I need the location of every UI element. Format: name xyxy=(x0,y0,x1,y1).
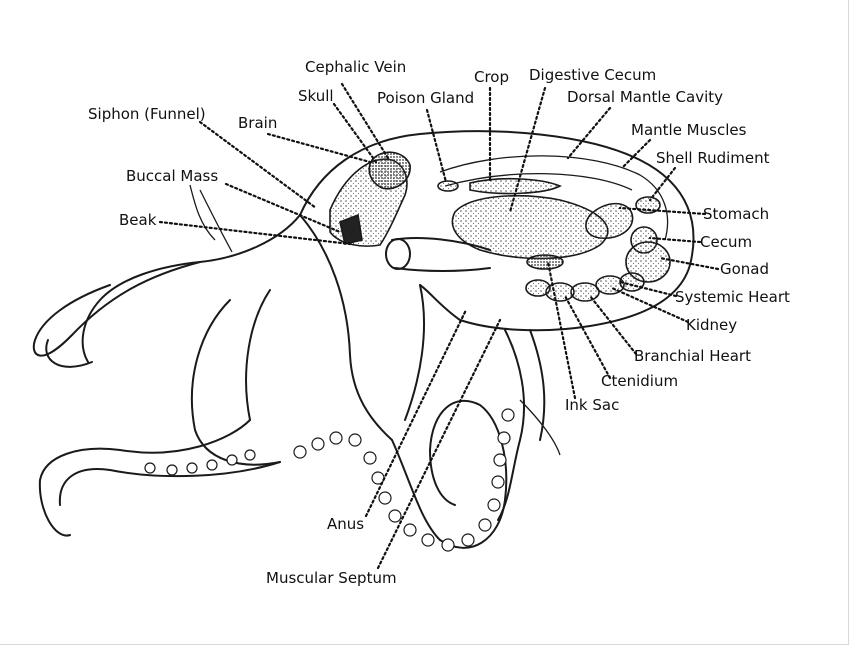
leader-siphon xyxy=(198,120,318,210)
arm-lower-right-2 xyxy=(529,329,546,441)
heart-kidney-cluster xyxy=(525,272,645,302)
label-buccal-mass: Buccal Mass xyxy=(126,167,218,185)
leader-dorsal-mantle xyxy=(566,106,612,160)
leader-stomach xyxy=(618,206,707,216)
mantle-cavity-line-2 xyxy=(444,173,633,191)
labels: Cephalic Vein Crop Digestive Cecum Skull… xyxy=(88,58,790,587)
octopus-illustration xyxy=(32,130,695,552)
leader-lines xyxy=(158,82,720,570)
body-silhouette xyxy=(81,214,425,441)
label-cecum: Cecum xyxy=(700,233,752,251)
leader-skull xyxy=(332,102,378,164)
label-stomach: Stomach xyxy=(703,205,769,223)
arm-foreground xyxy=(190,289,281,466)
leader-brain xyxy=(266,132,372,164)
label-kidney: Kidney xyxy=(686,316,737,334)
label-shell-rudiment: Shell Rudiment xyxy=(656,149,770,167)
poison-gland-organ xyxy=(437,180,459,192)
label-ink-sac: Ink Sac xyxy=(565,396,619,414)
sucker-row xyxy=(144,408,515,552)
leader-anus xyxy=(364,308,468,518)
siphon-strand xyxy=(189,184,233,253)
leader-ink-sac xyxy=(546,260,577,400)
shell-rudiment-organ xyxy=(635,196,661,214)
leader-mantle-muscles xyxy=(620,138,652,170)
leader-kidney xyxy=(610,286,690,324)
stomach-organ xyxy=(585,202,634,239)
label-branchial-heart: Branchial Heart xyxy=(634,347,751,365)
gonad-organ xyxy=(625,241,671,283)
label-mantle-muscles: Mantle Muscles xyxy=(631,121,747,139)
leader-beak xyxy=(158,220,352,246)
leader-poison-gland xyxy=(425,108,448,184)
siphon-opening xyxy=(385,238,411,270)
label-gonad: Gonad xyxy=(720,260,769,278)
leader-buccal-mass xyxy=(224,182,342,234)
label-beak: Beak xyxy=(119,211,157,229)
label-cephalic-vein: Cephalic Vein xyxy=(305,58,406,76)
arm-strand-right xyxy=(519,399,561,456)
arm-left-upper xyxy=(32,261,201,357)
label-muscular-septum: Muscular Septum xyxy=(266,569,397,587)
arm-left-upper-inner xyxy=(45,339,93,368)
label-systemic-heart: Systemic Heart xyxy=(675,288,790,306)
label-digestive-cecum: Digestive Cecum xyxy=(529,66,656,84)
mantle-outline xyxy=(299,130,695,332)
leader-cephalic-vein xyxy=(340,82,390,160)
leader-branchial-heart xyxy=(588,294,638,356)
label-ctenidium: Ctenidium xyxy=(601,372,678,390)
leader-ctenidium xyxy=(563,294,612,380)
leader-gonad xyxy=(658,256,720,271)
skull-region xyxy=(368,151,411,190)
label-anus: Anus xyxy=(327,515,364,533)
arm-foreground-2 xyxy=(38,419,251,537)
arm-foreground-3 xyxy=(58,461,281,506)
label-brain: Brain xyxy=(238,114,277,132)
leader-muscular-septum xyxy=(376,318,502,570)
leader-cecum xyxy=(648,236,702,244)
beak-organ xyxy=(339,213,363,245)
leader-digestive-cecum xyxy=(508,86,547,214)
crop-organ xyxy=(469,177,562,195)
leader-systemic-heart xyxy=(618,280,678,298)
label-skull: Skull xyxy=(298,87,334,105)
digestive-cecum-organ xyxy=(451,194,609,260)
arm-lower-right xyxy=(497,329,526,521)
label-poison-gland: Poison Gland xyxy=(377,89,474,107)
leader-shell-rudiment xyxy=(648,166,677,202)
ink-sac-organ xyxy=(526,254,564,270)
label-crop: Crop xyxy=(474,68,509,86)
label-siphon: Siphon (Funnel) xyxy=(88,105,206,123)
label-dorsal-mantle-cavity: Dorsal Mantle Cavity xyxy=(567,88,723,106)
